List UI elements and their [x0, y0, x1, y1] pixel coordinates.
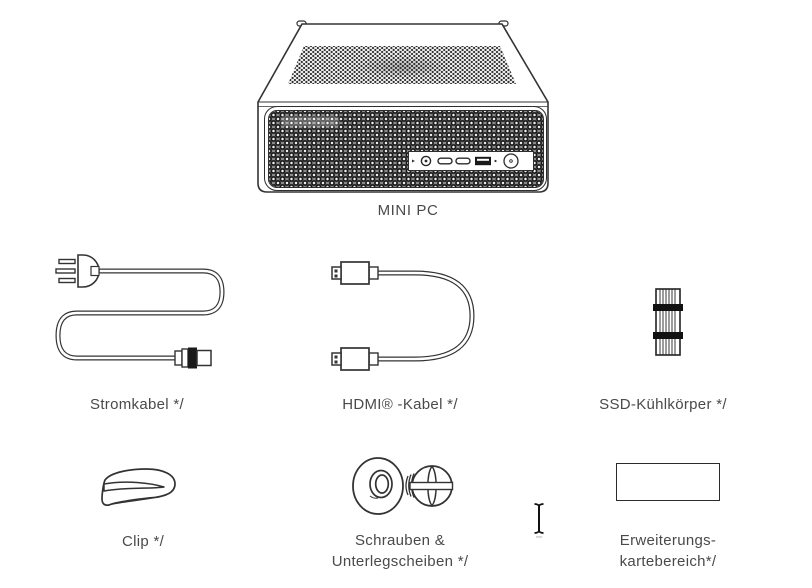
- text-ibeam-cursor-icon: [534, 503, 544, 538]
- hdmi-neck: [368, 352, 379, 366]
- hdmi-neck: [368, 266, 379, 280]
- power-button-icon: [503, 153, 519, 169]
- audio-jack-pin: [424, 159, 428, 163]
- screws-washers-label: Schrauben & Unterlegscheiben */: [290, 530, 510, 572]
- hdmi-cable-illustration: [331, 261, 475, 371]
- screw-thread: [408, 474, 412, 497]
- usb-c-port-icon: [437, 157, 453, 165]
- clip-label: Clip */: [121, 533, 165, 550]
- led-dot-icon: [494, 159, 497, 163]
- reset-pinhole-icon: [412, 159, 415, 163]
- front-hex-texture: [268, 110, 543, 187]
- screws-washers-illustration: [352, 457, 454, 515]
- screws-washers-label-line1: Schrauben &: [354, 532, 446, 549]
- front-io-ports-strip: [408, 151, 534, 171]
- hdmi-plug-tip: [331, 266, 342, 280]
- mini-pc-front-panel: [264, 106, 547, 191]
- dc-connector-tip: [196, 349, 212, 367]
- top-vent-perforation: [288, 46, 516, 84]
- phillips-horizontal-slot: [409, 481, 454, 491]
- plug-cable-exit: [90, 265, 100, 277]
- mini-pc-label: MINI PC: [377, 202, 439, 219]
- washer-hole: [374, 474, 390, 494]
- hdmi-plug-tip: [331, 352, 342, 366]
- dc-connector-band: [188, 347, 197, 369]
- thermal-band: [653, 332, 683, 339]
- hdmi-cable-label: HDMI® -Kabel */: [342, 396, 458, 413]
- brand-logo-faint: [280, 115, 339, 127]
- dc-connector-ridge: [181, 348, 189, 368]
- plug-prong: [58, 258, 76, 265]
- screw-thread: [405, 475, 409, 496]
- usb-a-port-tongue: [477, 158, 489, 161]
- expansion-area-label: Erweiterungs- kartebereich*/: [568, 530, 768, 572]
- thermal-band: [653, 304, 683, 311]
- expansion-area-label-line2: kartebereich*/: [619, 553, 717, 570]
- clip-illustration: [101, 468, 176, 507]
- hdmi-connector-body: [340, 347, 370, 371]
- ssd-heatsink-label: SSD-Kühlkörper */: [599, 396, 727, 413]
- power-button-symbol: [509, 159, 513, 163]
- usb-a-port-icon: [475, 156, 491, 166]
- screws-washers-label-line2: Unterlegscheiben */: [331, 553, 469, 570]
- plug-prong: [58, 277, 76, 284]
- dc-connector-collar: [174, 350, 183, 366]
- plug-prong: [55, 268, 76, 274]
- ssd-heatsink-illustration: [653, 288, 683, 356]
- power-cable-illustration: [55, 254, 225, 369]
- front-io-ports-icons: [412, 153, 519, 169]
- front-panel-inner-frame: [267, 109, 544, 188]
- expansion-card-area-illustration: [616, 463, 720, 501]
- expansion-area-label-line1: Erweiterungs-: [619, 532, 717, 549]
- usb-c-port-icon-2: [455, 157, 471, 165]
- hdmi-connector-body: [340, 261, 370, 285]
- power-cable-label: Stromkabel */: [90, 396, 184, 413]
